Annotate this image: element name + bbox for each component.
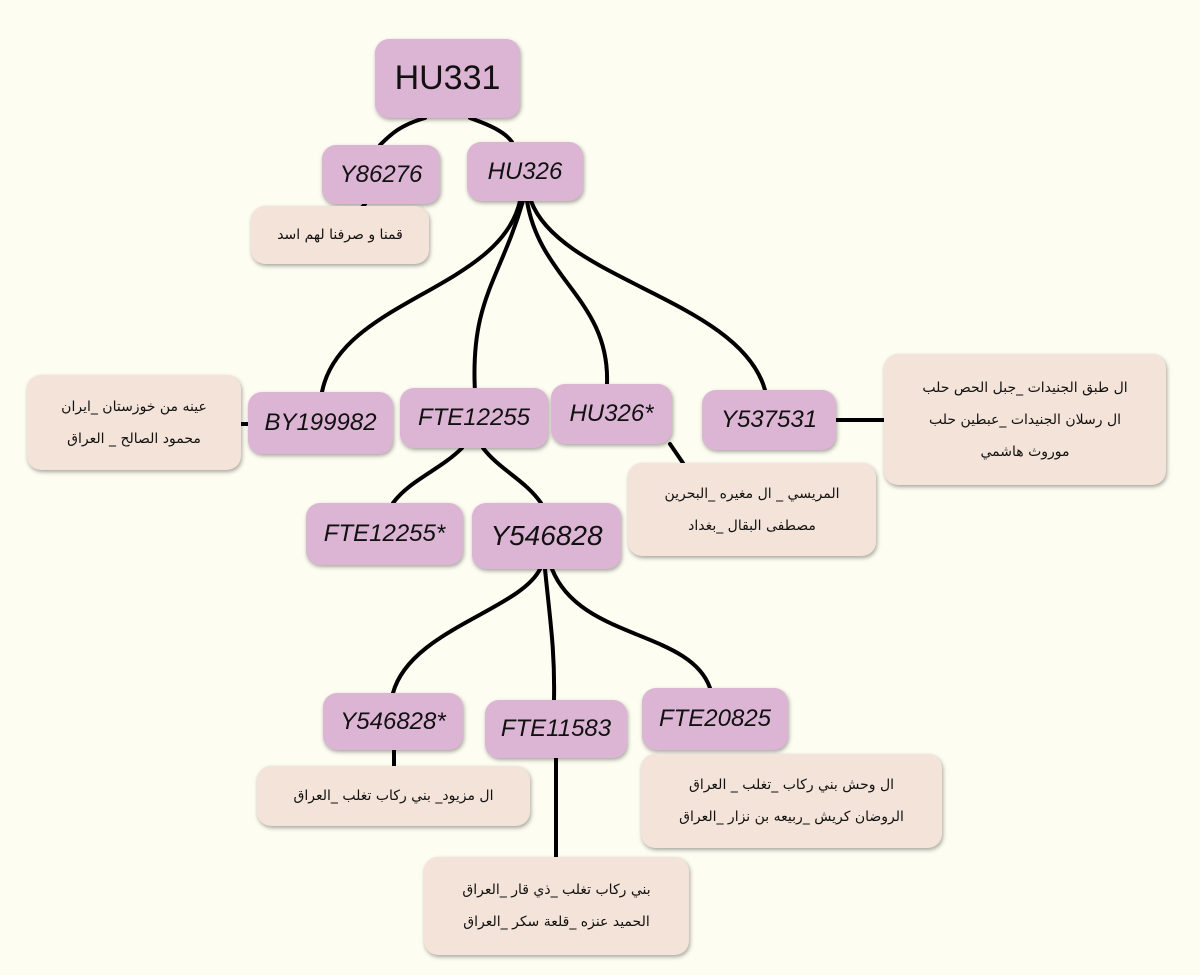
note-y537531: ال طبق الجنيدات _جبل الحص حلب ال رسلان ا… <box>884 354 1166 485</box>
edge-fte12255-y546828 <box>481 446 543 505</box>
note-y546828-star-line-1: ال مزيود_ بني ركاب تغلب _العراق <box>293 788 494 804</box>
edge-hu326-y537531 <box>529 199 767 392</box>
edge-hu326-fte12255 <box>472 199 525 394</box>
node-y546828-star: Y546828* <box>323 693 463 750</box>
note-by199982-line-1: عينه من خوزستان _ايران <box>61 398 207 415</box>
note-fte11583-line-2: الحميد عنزه _قلعة سكر _العراق <box>463 914 650 930</box>
note-by199982-line-2: محمود الصالح _ العراق <box>67 430 201 447</box>
node-fte11583: FTE11583 <box>485 700 627 758</box>
node-y86276: Y86276 <box>322 145 440 204</box>
node-hu326: HU326 <box>467 142 583 201</box>
edge-y546828-fte11583 <box>543 567 557 702</box>
node-hu326-star: HU326* <box>551 384 672 444</box>
note-hu326-star-line-1: المريسي _ ال مغيره _البحرين <box>664 485 840 502</box>
edge-y546828-y546828star <box>391 567 542 695</box>
edge-hu331-y86276 <box>378 116 427 147</box>
edge-hu326-hu326star <box>525 199 610 386</box>
edge-y546828-fte20825 <box>550 567 712 690</box>
node-y537531: Y537531 <box>702 390 836 450</box>
note-y546828-star: ال مزيود_ بني ركاب تغلب _العراق <box>257 766 530 826</box>
note-by199982: عينه من خوزستان _ايران محمود الصالح _ ال… <box>27 375 241 470</box>
note-y537531-line-3: موروث هاشمي <box>980 443 1070 460</box>
note-fte11583-line-1: بني ركاب تغلب _ذي قار _العراق <box>462 882 651 898</box>
note-hu326-star-line-2: مصطفى البقال _بغداد <box>688 517 816 534</box>
edge-hu331-hu326 <box>468 116 514 144</box>
node-fte12255: FTE12255 <box>400 388 548 448</box>
node-fte20825: FTE20825 <box>642 688 788 750</box>
edge-hu326-by199982 <box>320 199 522 394</box>
note-y537531-line-1: ال طبق الجنيدات _جبل الحص حلب <box>922 379 1128 396</box>
note-hu326-star: المريسي _ ال مغيره _البحرين مصطفى البقال… <box>628 463 876 556</box>
edge-hu326star-note <box>668 442 685 465</box>
edge-fte12255-fte12255star <box>391 446 464 505</box>
node-by199982: BY199982 <box>248 392 393 454</box>
node-hu331: HU331 <box>375 39 520 118</box>
note-fte11583: بني ركاب تغلب _ذي قار _العراق الحميد عنز… <box>424 857 689 955</box>
note-y537531-line-2: ال رسلان الجنيدات _عبطين حلب <box>928 411 1122 428</box>
note-y86276-line-1: قمنا و صرفنا لهم اسد <box>277 227 403 243</box>
note-y86276: قمنا و صرفنا لهم اسد <box>251 206 429 264</box>
note-fte20825-line-1: ال وحش بني ركاب _تغلب _ العراق <box>688 777 895 793</box>
node-y546828: Y546828 <box>472 503 621 569</box>
note-fte20825-line-2: الروضان كريش _ربيعه بن نزار _العراق <box>679 809 904 825</box>
node-fte12255-star: FTE12255* <box>306 503 463 565</box>
note-fte20825: ال وحش بني ركاب _تغلب _ العراق الروضان ك… <box>641 754 942 848</box>
